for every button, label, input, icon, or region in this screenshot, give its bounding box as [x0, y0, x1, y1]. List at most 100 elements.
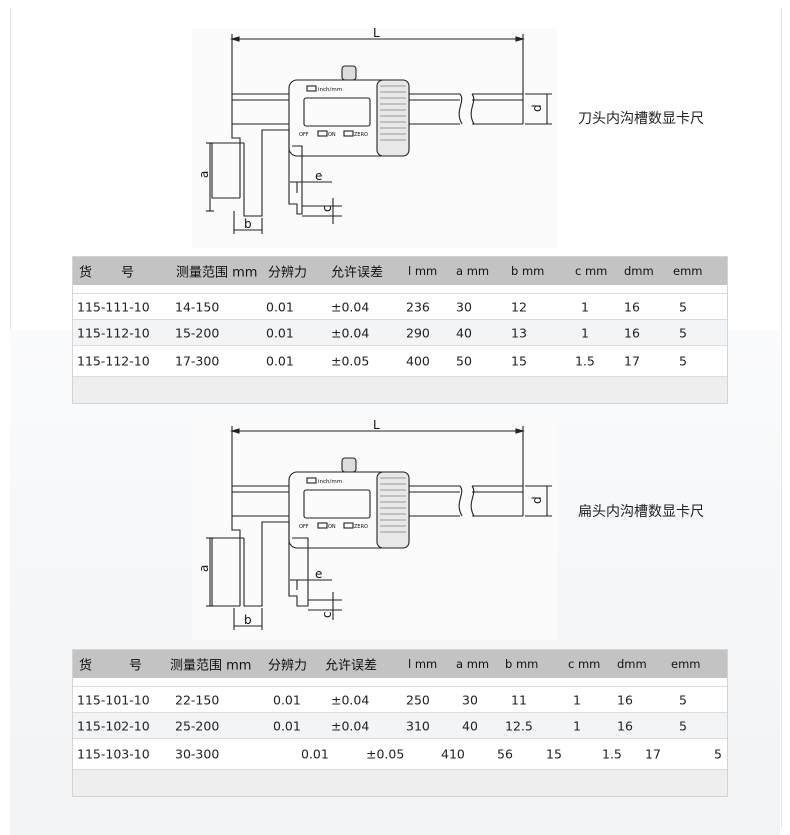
a-cell: 40 — [456, 325, 472, 340]
caliper-diagram: L d a b e c inch/mm OFF ON ZERO — [197, 28, 552, 234]
resolution-cell: 0.01 — [266, 299, 294, 314]
a-cell: 30 — [462, 692, 478, 707]
table-row-empty — [73, 769, 727, 796]
header-cell: 分辨力 — [268, 265, 308, 281]
range-cell: 30-300 — [175, 746, 220, 762]
item-number: 115-112-10 — [77, 353, 150, 369]
caliper-diagram: L d a b e c inch/mm OFF ON ZERO — [197, 420, 552, 630]
header-cell: l mm — [408, 264, 438, 278]
table-row: 115-111-10 14-150 0.01 ±0.04 236 30 12 1… — [73, 293, 727, 319]
item-number: 115-101-10 — [77, 692, 150, 707]
b-cell: 11 — [511, 692, 527, 707]
header-cell: c mm — [568, 657, 601, 671]
header-cell: 测量范围 mm — [170, 658, 252, 674]
item-number: 115-102-10 — [77, 718, 150, 733]
tolerance-cell: ±0.05 — [366, 746, 405, 762]
dim-d-label: d — [530, 104, 544, 112]
l-cell: 410 — [441, 746, 465, 762]
l-cell: 290 — [406, 325, 430, 340]
zero-button-label: ZERO — [354, 132, 368, 138]
e-cell: 5 — [679, 718, 687, 733]
d-cell: 16 — [624, 325, 640, 340]
dim-b-label: b — [244, 217, 252, 231]
resolution-cell: 0.01 — [266, 353, 294, 369]
off-button-label: OFF — [299, 132, 309, 138]
d-cell: 16 — [617, 718, 633, 733]
d-cell: 16 — [624, 299, 640, 314]
tolerance-cell: ±0.04 — [331, 325, 370, 340]
l-cell: 250 — [406, 692, 430, 707]
tolerance-cell: ±0.04 — [331, 692, 370, 707]
header-cell: b mm — [505, 657, 539, 671]
header-cell: 允许误差 — [331, 265, 384, 281]
spec-table-1: 货 号 测量范围 mm 分辨力 允许误差 l mm a mm b mm c mm… — [72, 256, 728, 404]
header-cell: 货 — [79, 658, 93, 674]
header-cell: a mm — [456, 657, 490, 671]
dim-l-label: L — [373, 420, 380, 432]
dim-c-label: c — [320, 205, 334, 212]
dim-a-label: a — [197, 565, 211, 572]
header-cell: a mm — [456, 264, 490, 278]
resolution-cell: 0.01 — [273, 692, 301, 707]
table-row: 115-101-10 22-150 0.01 ±0.04 250 30 11 1… — [73, 686, 727, 712]
a-cell: 40 — [462, 718, 478, 733]
caliper-drawing-2: L d a b e c inch/mm OFF ON ZERO — [192, 420, 557, 640]
b-cell: 15 — [511, 353, 527, 369]
header-cell: dmm — [617, 657, 647, 671]
inch-mm-button-label: inch/mm — [318, 479, 342, 485]
b-cell: 13 — [511, 325, 527, 340]
a-cell: 30 — [456, 299, 472, 314]
dim-l-label: L — [373, 28, 380, 40]
item-number: 115-112-10 — [77, 325, 150, 340]
d-cell: 17 — [624, 353, 640, 369]
c-cell: 1 — [573, 692, 581, 707]
table-row: 115-112-10 15-200 0.01 ±0.04 290 40 13 1… — [73, 319, 727, 345]
l-cell: 236 — [406, 299, 430, 314]
dim-c-label: c — [320, 611, 334, 618]
header-cell: emm — [673, 264, 703, 278]
zero-button-label: ZERO — [354, 524, 368, 530]
d-cell: 16 — [617, 692, 633, 707]
header-cell: 分辨力 — [268, 658, 308, 674]
tolerance-cell: ±0.04 — [331, 299, 370, 314]
e-cell: 5 — [679, 353, 687, 369]
spec-table-2: 货 号 测量范围 mm 分辨力 允许误差 l mm a mm b mm c mm… — [72, 649, 728, 797]
l-cell: 310 — [406, 718, 430, 733]
resolution-cell: 0.01 — [273, 718, 301, 733]
header-cell: dmm — [624, 264, 654, 278]
on-button-label: ON — [328, 132, 336, 138]
e-cell: 5 — [679, 325, 687, 340]
resolution-cell: 0.01 — [301, 746, 329, 762]
range-cell: 14-150 — [175, 299, 220, 314]
c-cell: 1.5 — [602, 746, 622, 762]
e-cell: 5 — [679, 299, 687, 314]
header-cell: 货 — [79, 265, 93, 281]
caliper-drawing-1: L d a b e c inch/mm OFF ON ZERO — [192, 28, 557, 248]
dim-e-label: e — [315, 169, 322, 183]
a-cell: 56 — [497, 746, 513, 762]
range-cell: 25-200 — [175, 718, 220, 733]
dim-d-label: d — [530, 496, 544, 504]
c-cell: 1 — [581, 325, 589, 340]
header-gap — [73, 678, 727, 686]
table-row-empty — [73, 376, 727, 403]
header-cell: c mm — [575, 264, 608, 278]
range-cell: 17-300 — [175, 353, 220, 369]
range-cell: 15-200 — [175, 325, 220, 340]
table-header-row: 货 号 测量范围 mm 分辨力 允许误差 l mm a mm b mm c mm… — [73, 257, 727, 285]
tolerance-cell: ±0.04 — [331, 718, 370, 733]
item-number: 115-103-10 — [77, 746, 150, 762]
resolution-cell: 0.01 — [266, 325, 294, 340]
header-cell: b mm — [511, 264, 545, 278]
e-cell: 5 — [679, 692, 687, 707]
off-button-label: OFF — [299, 524, 309, 530]
dim-a-label: a — [197, 171, 211, 178]
dim-e-label: e — [315, 567, 322, 581]
product-caption: 扁头内沟槽数显卡尺 — [578, 504, 704, 520]
on-button-label: ON — [328, 524, 336, 530]
c-cell: 1 — [573, 718, 581, 733]
header-cell: 允许误差 — [325, 658, 378, 674]
a-cell: 50 — [456, 353, 472, 369]
table-row: 115-102-10 25-200 0.01 ±0.04 310 40 12.5… — [73, 712, 727, 738]
header-cell: l mm — [408, 657, 438, 671]
